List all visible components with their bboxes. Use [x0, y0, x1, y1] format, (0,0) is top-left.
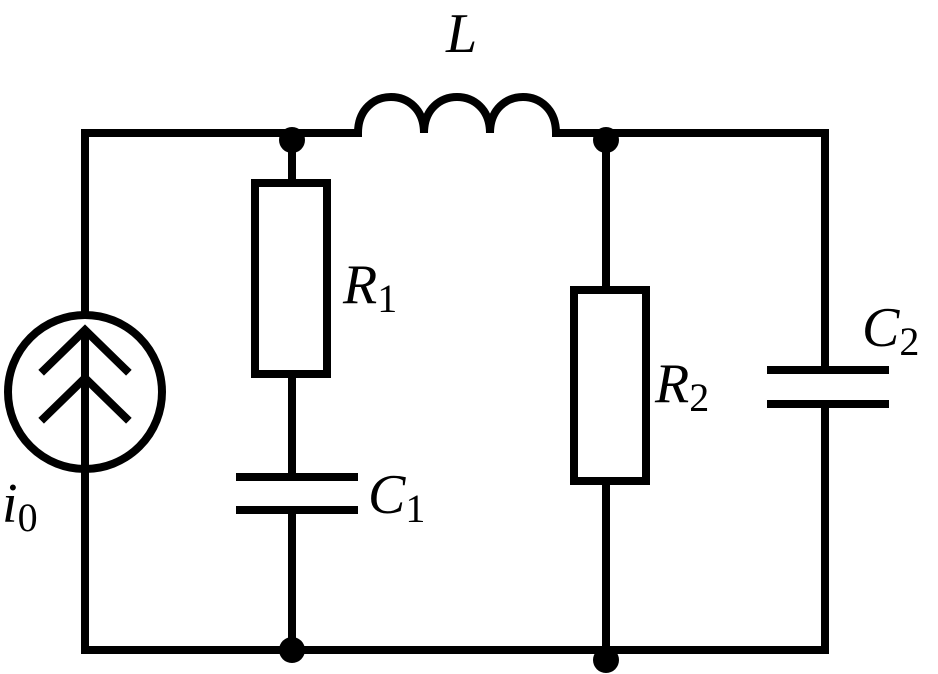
capacitor-c2-icon — [767, 366, 889, 408]
source-label: i0 — [2, 473, 38, 540]
c2-label: C2 — [862, 297, 919, 364]
junction-dot-icon — [593, 647, 619, 673]
junction-dot-icon — [279, 637, 305, 663]
inductor-icon — [353, 93, 561, 138]
current-source-chevron-bottom — [38, 372, 132, 424]
current-source-icon — [4, 311, 166, 474]
r2-label-main: R — [654, 353, 689, 415]
c1-label: C1 — [368, 464, 425, 531]
r1-label-main: R — [342, 254, 377, 316]
inductor-label: L — [445, 3, 477, 65]
source-label-sub: 0 — [18, 495, 38, 540]
r2-label: R2 — [654, 353, 709, 420]
resistor-r1-icon — [251, 179, 331, 378]
c2-label-sub: 2 — [899, 319, 919, 364]
c2-label-main: C — [862, 297, 900, 359]
resistor-r2-icon — [570, 286, 650, 485]
current-source-chevron-top — [38, 324, 132, 376]
capacitor-c1-icon — [236, 473, 358, 514]
wires — [81, 129, 829, 654]
junction-dot-icon — [593, 127, 619, 153]
junction-nodes — [279, 127, 619, 673]
junction-dot-icon — [279, 127, 305, 153]
c1-label-sub: 1 — [405, 486, 425, 531]
r1-label-sub: 1 — [377, 276, 397, 321]
r1-label: R1 — [342, 254, 397, 321]
r2-label-sub: 2 — [689, 375, 709, 420]
c1-label-main: C — [368, 464, 406, 526]
source-label-main: i — [2, 473, 18, 535]
